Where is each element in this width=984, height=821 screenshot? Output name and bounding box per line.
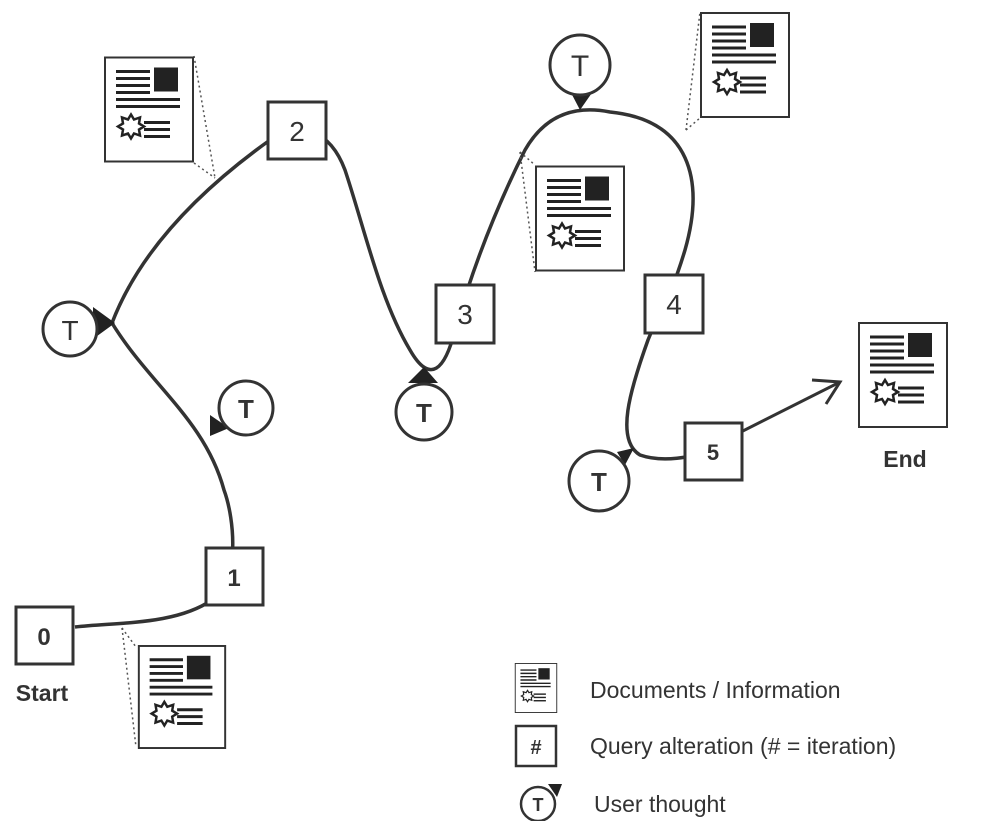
svg-text:2: 2 (289, 116, 305, 147)
search-path (74, 108, 726, 629)
legend-thought-label: User thought (594, 791, 726, 817)
query-box-0: 0 (14, 605, 75, 666)
thought-node: T (41, 300, 115, 358)
svg-text:5: 5 (707, 440, 719, 465)
svg-text:T: T (571, 50, 589, 83)
thought-node: T (394, 367, 454, 442)
legend-thought-icon (519, 785, 557, 821)
svg-text:T: T (533, 795, 544, 815)
svg-text:T: T (416, 398, 432, 428)
svg-text:3: 3 (457, 299, 473, 330)
legend-query: # Query alteration (# = iteration) (514, 724, 896, 768)
end-label: End (883, 446, 926, 472)
legend-documents: Documents / Information (514, 663, 841, 713)
query-box-2: 2 (266, 100, 328, 161)
legend-query-label: Query alteration (# = iteration) (590, 733, 896, 759)
svg-text:1: 1 (227, 565, 240, 592)
legend-documents-label: Documents / Information (590, 677, 841, 703)
query-box-4: 4 (643, 273, 705, 335)
document-icon (137, 645, 227, 749)
end-document-icon (858, 322, 948, 428)
thought-node: T (548, 33, 612, 110)
start-label: Start (16, 680, 69, 706)
callout-doc-middle (519, 151, 536, 273)
query-box-1: 1 (204, 546, 265, 607)
callout-doc-upper-right (685, 11, 701, 131)
callout-doc-upper-left (193, 55, 216, 179)
svg-text:T: T (591, 467, 607, 497)
svg-text:T: T (238, 394, 254, 424)
svg-text:T: T (61, 315, 78, 346)
document-icon (535, 165, 625, 272)
svg-text:#: # (530, 737, 541, 759)
svg-text:0: 0 (37, 624, 50, 651)
legend-document-icon (514, 663, 558, 713)
thought-node: T (210, 379, 275, 437)
callout-doc-near-start (121, 627, 137, 748)
query-box-5: 5 (683, 421, 744, 482)
legend-query-box (514, 724, 558, 768)
legend-thought: T User thought (519, 784, 726, 821)
arrowhead (811, 378, 843, 405)
svg-text:4: 4 (666, 289, 682, 320)
document-icon (700, 12, 790, 118)
legend: Documents / Information # Query alterati… (514, 663, 896, 821)
arrow-to-end (724, 380, 841, 442)
document-icon (104, 56, 194, 163)
query-box-3: 3 (434, 283, 496, 345)
thought-node: T (567, 448, 634, 513)
